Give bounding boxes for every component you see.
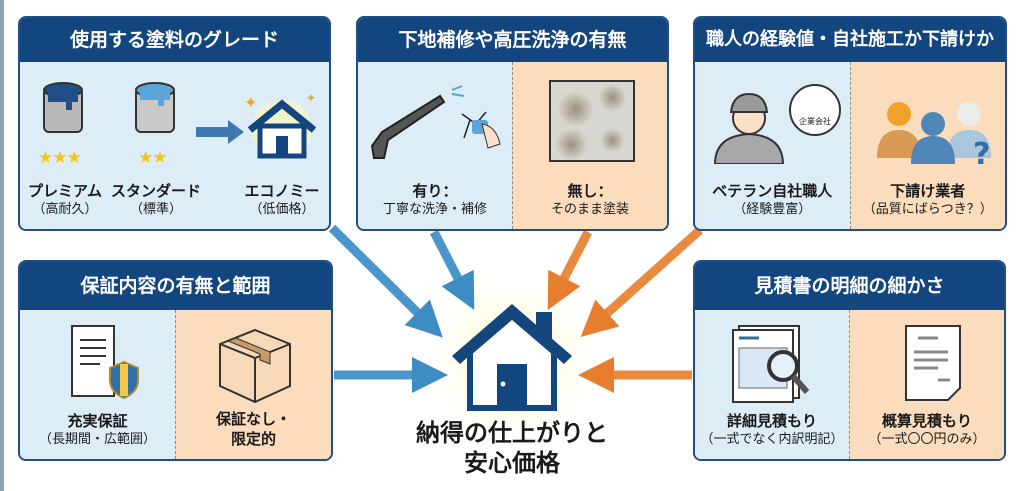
center-title-line2: 安心価格 (464, 449, 560, 477)
panel-title: 見積書の明細の細かさ (695, 262, 1004, 310)
veteran-worker-icon (713, 92, 785, 164)
label: プレミアム (28, 182, 102, 200)
label: 保証なし・ (215, 410, 291, 428)
arrow-right-icon (196, 120, 244, 144)
rough-estimate-document-icon (905, 325, 961, 401)
paint-can-premium-icon (43, 82, 83, 133)
label: 詳細見積もり (726, 412, 817, 430)
arrow-prep-no (547, 229, 592, 310)
option-full-warranty: 充実保証 （長期間・広範囲） (20, 310, 175, 459)
stars-standard: ★★ (138, 148, 168, 168)
sub: （低価格） (249, 202, 315, 217)
sub: 限定的 (230, 430, 276, 448)
sub: （一式でなく内訳明記） (700, 432, 844, 447)
label: 有り： (412, 182, 458, 200)
center-title-line1: 納得の仕上がりと (416, 419, 608, 447)
sub: （長期間・広範囲） (38, 432, 156, 447)
cardboard-box-icon (219, 328, 291, 404)
option-yes: 有り： 丁寧な洗浄・補修 (358, 62, 512, 229)
sub: （経験豊富） (733, 202, 812, 217)
subcontractors-icon: ? (876, 102, 991, 164)
sub: 丁寧な洗浄・補修 (382, 202, 487, 217)
label: 概算見積もり (881, 412, 972, 430)
option-no: 無し： そのまま塗装 (512, 62, 667, 229)
label: 充実保証 (67, 412, 128, 430)
grade-premium: プレミアム （高耐久） (20, 181, 115, 219)
panel-estimate: 見積書の明細の細かさ 詳細見積もり （一式でなく内訳明記） 概算見積もり （一式… (693, 260, 1006, 461)
arrow-craft (580, 226, 704, 338)
svg-text:?: ? (973, 137, 990, 164)
option-rough: 概算見積もり （一式〇〇円のみ） (849, 310, 1004, 459)
sub: （高耐久） (32, 202, 98, 217)
label: スタンダード (110, 182, 201, 200)
panel-title: 使用する塗料のグレード (20, 18, 329, 62)
label: 無し： (567, 182, 613, 200)
panel-warranty: 保証内容の有無と範囲 充実保証 （長期間・広範囲） 保証なし・ 限定的 (18, 260, 333, 461)
grade-standard: スタンダード （標準） (106, 181, 206, 219)
detailed-estimate-magnifier-icon (732, 325, 810, 403)
label: エコノミー (244, 182, 320, 200)
arrow-prep-yes (430, 229, 475, 310)
sub: （品質にばらつき？） (862, 202, 993, 217)
panel-craftsman: 職人の経験値・自社施工か下請けか 企業会社 ベテラン自社職人 （経験豊富） ? … (693, 16, 1007, 231)
label: ベテラン自社職人 (712, 182, 833, 200)
dirty-wall-icon (549, 80, 635, 162)
center-title: 納得の仕上がりと 安心価格 (400, 418, 624, 478)
sub: （一式〇〇円のみ） (868, 432, 986, 447)
paint-can-standard-icon (135, 82, 175, 133)
option-detailed: 詳細見積もり （一式でなく内訳明記） (695, 310, 849, 459)
option-subcontractor: ? 下請け業者 （品質にばらつき？） (849, 62, 1005, 229)
arrow-paint (328, 224, 443, 338)
center-house-icon (452, 304, 572, 411)
company-badge: 企業会社 (789, 84, 841, 136)
svg-text:✦: ✦ (306, 91, 316, 105)
left-edge (0, 0, 4, 491)
option-in-house: 企業会社 ベテラン自社職人 （経験豊富） (695, 62, 850, 229)
sub: そのまま塗装 (550, 202, 629, 217)
panel-title: 保証内容の有無と範囲 (20, 262, 331, 310)
warranty-document-shield-icon (71, 325, 139, 400)
option-no-warranty: 保証なし・ 限定的 (175, 310, 331, 459)
stars-premium: ★★★ (38, 148, 82, 168)
panel-title: 下地補修や高圧洗浄の有無 (358, 18, 667, 62)
sub: （標準） (129, 202, 182, 217)
panel-title: 職人の経験値・自社施工か下請けか (695, 18, 1005, 62)
svg-text:✦: ✦ (244, 93, 257, 112)
label: 下請け業者 (890, 182, 966, 200)
house-sparkle-icon: ✦✦ (244, 91, 317, 160)
pressure-washer-icon (370, 85, 501, 159)
panel-surface-prep: 下地補修や高圧洗浄の有無 有り： 丁寧な洗浄・補修 無し： そのまま塗装 (356, 16, 669, 231)
grade-economy: エコノミー （低価格） (232, 181, 329, 219)
panel-paint-grade: 使用する塗料のグレード ✦✦ ★★★ ★★ プレミアム（高耐久） スタンダード（… (18, 16, 331, 231)
